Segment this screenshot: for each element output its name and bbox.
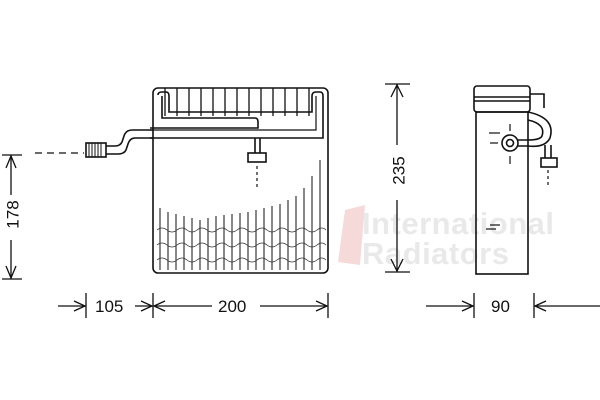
side-view: [473, 85, 558, 275]
watermark-line2: Radiators: [362, 236, 510, 271]
dimension-width: 200: [216, 297, 249, 316]
dimension-height-core: 235: [390, 151, 409, 190]
watermark-line1: International: [362, 206, 555, 241]
dimension-depth: 90: [489, 297, 512, 316]
dimension-height-front: 178: [4, 195, 23, 234]
dimension-pipe-offset: 105: [93, 297, 126, 316]
core-fins: [156, 178, 320, 270]
dimension-lines: [2, 83, 600, 318]
front-view: [35, 87, 329, 274]
